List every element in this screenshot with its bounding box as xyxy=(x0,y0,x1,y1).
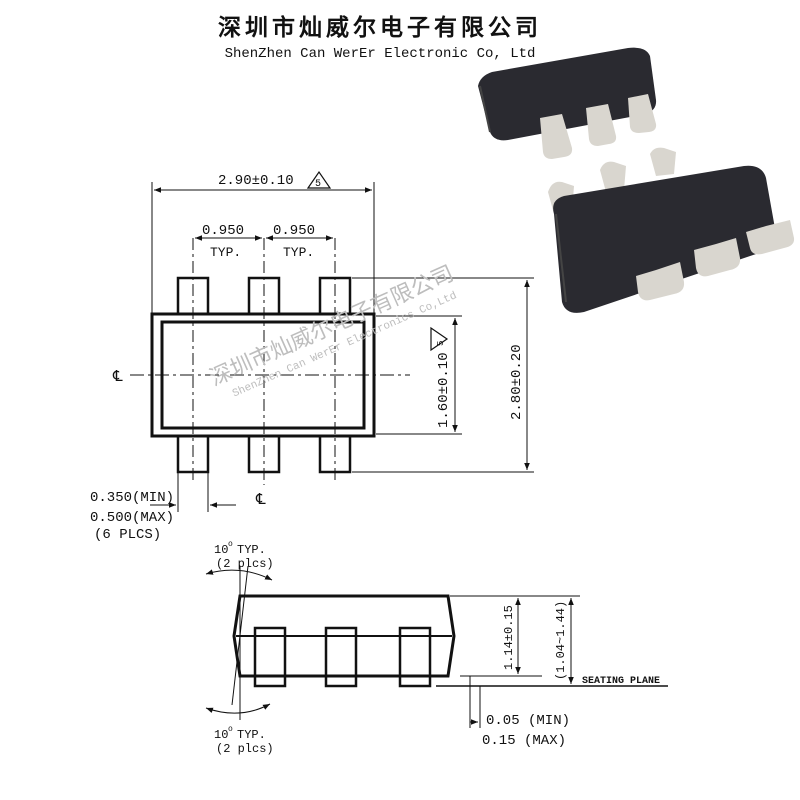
pitch-right-typ-note: TYP. xyxy=(283,245,314,260)
seating-plane-label: SEATING PLANE xyxy=(582,676,660,687)
chip-photo-lower xyxy=(548,147,795,313)
standoff-min-label: 0.05 (MIN) xyxy=(486,713,570,729)
lead-width-max-label: 0.500(MAX) xyxy=(90,510,174,526)
side-height-range-label: (1.04~1.44) xyxy=(554,601,568,680)
width-revision-number: 5 xyxy=(315,179,321,190)
side-view xyxy=(205,565,668,728)
chip-photo-lead xyxy=(746,220,795,255)
angle-bottom-degree: o xyxy=(228,725,233,734)
angle-bottom-count: (2 plcs) xyxy=(216,742,274,756)
revision-triangle-body-height xyxy=(430,326,449,352)
watermark-chinese: 深圳市灿威尔电子有限公司 xyxy=(206,261,457,391)
lead-count-note: (6 PLCS) xyxy=(94,527,161,543)
width-dimension-label: 2.90±0.10 xyxy=(218,173,294,189)
angle-bottom-value: 10 xyxy=(214,728,228,742)
company-name-chinese: 深圳市灿威尔电子有限公司 xyxy=(218,14,542,41)
draft-angle-top-arc xyxy=(205,569,273,581)
chip-photo-lead xyxy=(694,238,741,277)
pitch-left-label: 0.950 xyxy=(202,223,244,239)
chip-photo-lead xyxy=(628,94,657,133)
chip-photo-lead xyxy=(540,114,573,159)
side-height-dimension-label: 1.14±0.15 xyxy=(502,605,516,670)
body-height-dimension-label: 1.60±0.10 xyxy=(436,352,452,428)
pitch-left-typ-note: TYP. xyxy=(210,245,241,260)
vertical-centerline-symbol: ℄ xyxy=(255,492,266,509)
angle-top-value: 10 xyxy=(214,543,228,557)
body-height-revision-number: 5 xyxy=(436,341,446,346)
horizontal-centerline-symbol: ℄ xyxy=(112,369,123,386)
chip-photo-upper xyxy=(478,47,657,159)
side-lead-1 xyxy=(253,626,287,688)
angle-top-typ-note: TYP. xyxy=(237,543,266,557)
side-view-labels: 10 o TYP. (2 plcs) 10 o TYP. (2 plcs) 1.… xyxy=(214,540,660,756)
side-body-outline xyxy=(232,594,456,678)
chip-photo-lead xyxy=(586,104,617,146)
top-view xyxy=(130,170,534,512)
pitch-right-label: 0.950 xyxy=(273,223,315,239)
side-lead-2 xyxy=(324,626,358,688)
chip-photo-lead xyxy=(636,262,685,301)
chip-photo-lead xyxy=(650,147,676,176)
draft-angle-bottom-arc xyxy=(205,703,271,714)
standoff-max-label: 0.15 (MAX) xyxy=(482,733,566,749)
lead-width-min-label: 0.350(MIN) xyxy=(90,490,174,506)
top-view-labels: 2.90±0.10 5 0.950 0.950 TYP. TYP. ℄ ℄ 1.… xyxy=(90,173,525,543)
overall-height-dimension-label: 2.80±0.20 xyxy=(509,344,525,420)
angle-top-count: (2 plcs) xyxy=(216,557,274,571)
chip-photo xyxy=(478,47,795,313)
revision-triangle-width xyxy=(306,170,332,189)
chip-photo-lead xyxy=(600,161,626,192)
side-lead-3 xyxy=(398,626,432,688)
angle-bottom-typ-note: TYP. xyxy=(237,728,266,742)
company-name-english: ShenZhen Can WerEr Electronic Co, Ltd xyxy=(224,46,536,62)
angle-top-degree: o xyxy=(228,540,233,549)
